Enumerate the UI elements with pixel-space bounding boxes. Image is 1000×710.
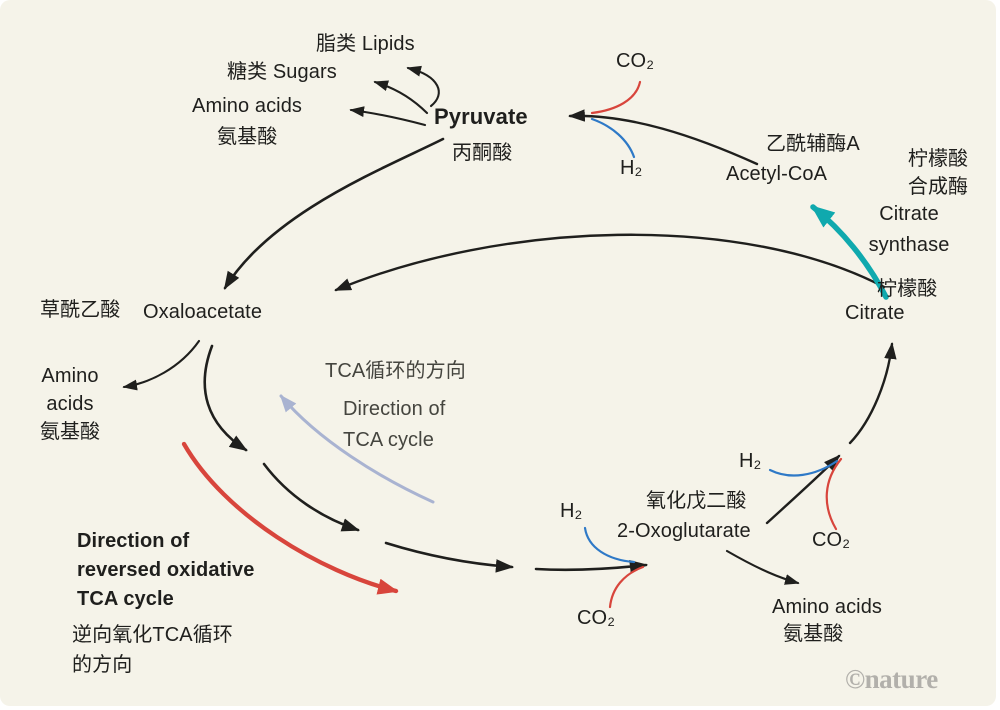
arrow-acetylcoa-to-pyruvate [568,109,759,166]
label-oxoglutarate-zh: 氧化戊二酸 [646,490,747,512]
curve-co2-right [825,457,843,531]
label-citrate-zh: 柠檬酸 [877,278,938,300]
arrow-tca-cycle-direction [279,394,435,504]
label-h2-right: H₂ [739,450,762,472]
label-amino-acids-top-en: Amino acids [192,95,303,117]
black-arrows-group [122,65,897,585]
label-amino-acids-right-en: Amino acids [772,596,883,618]
curve-h2-mid [583,526,636,564]
label-acetylcoa-zh: 乙酰辅酶A [766,133,860,155]
curve-co2-top [590,80,642,115]
label-co2-top: CO₂ [616,50,655,72]
label-tca-direction-zh: TCA循环的方向 [325,360,466,382]
label-pyruvate-en: Pyruvate [434,104,528,129]
teal-arrow-group [810,204,889,300]
arrow-citrate-to-acetylcoa [810,204,889,300]
label-oxoglutarate-en: 2-Oxoglutarate [617,520,751,542]
label-reversed-direction-zh: 逆向氧化TCA循环 的方向 [72,624,233,676]
label-oxaloacetate-en: Oxaloacetate [143,301,263,323]
label-oxaloacetate-zh: 草酰乙酸 [40,299,121,321]
arrow-oxaloacetate-to-amino-acids-left [122,339,201,391]
arrow-pyruvate-to-sugars [373,80,429,115]
label-tca-direction-en: Direction of TCA cycle [343,398,446,451]
arrow-reversed-tca-direction [181,441,399,595]
label-co2-mid: CO₂ [577,607,616,629]
label-amino-acids-left: Amino acids 氨基酸 [39,365,101,443]
periwinkle-arrow-group [279,394,435,504]
arrow-pyruvate-to-oxaloacetate [223,137,445,290]
arrow-cycle-to-oxoglutarate [534,560,649,574]
blue-h2-curves-group [583,117,839,564]
nature-watermark: ©nature [845,664,938,694]
arrow-to-citrate [848,342,897,445]
label-co2-right: CO₂ [812,529,851,551]
label-h2-mid: H₂ [560,500,583,522]
arrow-cycle-segment-1 [203,344,248,452]
red-co2-curves-group [590,80,843,609]
arrow-pyruvate-to-lipids [406,65,440,108]
label-reversed-direction-en: Direction of reversed oxidative TCA cycl… [77,530,255,610]
label-pyruvate-zh: 丙酮酸 [452,142,513,164]
label-h2-top: H₂ [620,157,643,179]
red-arrow-group [181,441,399,595]
label-amino-acids-right-zh: 氨基酸 [783,623,844,645]
label-amino-acids-top-zh: 氨基酸 [217,126,278,148]
curve-h2-top [590,117,636,159]
arrow-pyruvate-to-amino-acids [349,106,427,127]
label-acetylcoa-en: Acetyl-CoA [726,163,828,185]
label-lipids: 脂类 Lipids [316,33,415,55]
label-sugars: 糖类 Sugars [227,61,337,83]
arrow-oxoglutarate-up-segment [765,454,841,525]
curve-co2-mid [608,565,645,609]
curve-h2-right [768,459,839,477]
label-citrate-en: Citrate [845,302,905,324]
label-citrate-synthase-en: Citrate synthase [868,203,950,256]
arrow-citrate-to-oxaloacetate [334,233,886,292]
label-citrate-synthase-zh: 柠檬酸 合成酶 [907,148,969,198]
arrow-cycle-segment-2 [262,462,360,532]
arrow-oxoglutarate-to-amino-acids-right [725,549,800,585]
arrow-cycle-segment-3 [384,541,515,573]
